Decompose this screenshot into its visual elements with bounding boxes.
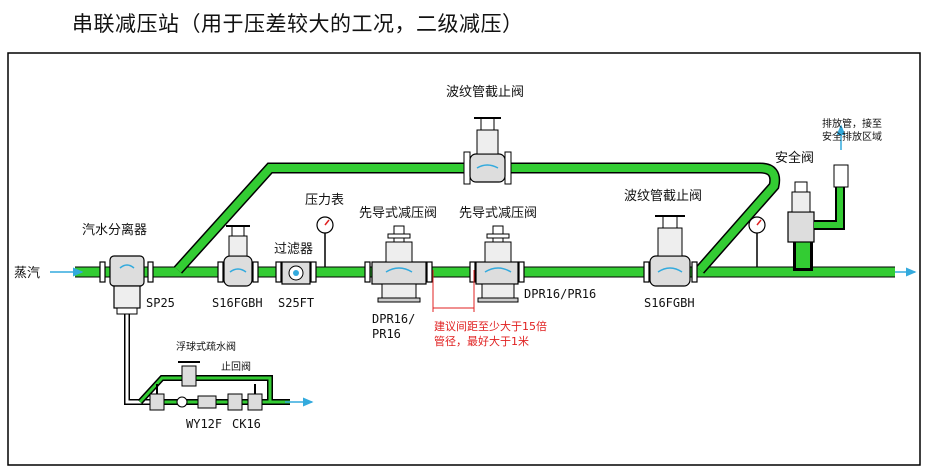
bypass-valve-label: 波纹管截止阀 [446,85,524,100]
spacing-indicator [432,270,475,312]
globe-valve-1-model-label: S16FGBH [212,296,263,310]
check-model-label: CK16 [232,417,261,431]
separator-label: 汽水分离器 [82,222,147,238]
drain-pipe [124,312,290,405]
safety-valve [787,181,815,271]
pressure-reducing-valve-2 [475,225,519,303]
vent-pipe [814,124,849,230]
vent-pipe-label-line1: 排放管，接至 [822,117,882,130]
bypass-pipe [173,162,781,274]
check-valve-label: 止回阀 [221,360,251,373]
globe-valve-outlet [649,215,691,287]
strainer-model-label: S25FT [278,296,314,310]
pressure-gauge-2 [748,216,766,267]
prv-1-model-line2: PR16 [372,327,401,341]
spacing-note-line2: 管径，最好大于1米 [434,334,529,348]
prv-1-label: 先导式减压阀 [359,206,437,221]
steam-inlet-label: 蒸汽 [14,266,40,281]
globe-valve-inlet [223,225,253,287]
steam-separator [109,255,145,315]
outlet-valve-model-label: S16FGBH [644,296,695,310]
separator-model-label: SP25 [146,296,175,310]
strainer [281,261,311,285]
prv-2-model-label: DPR16/PR16 [524,287,596,301]
outlet-valve-label: 波纹管截止阀 [624,189,702,204]
main-flanges [99,261,698,283]
safety-valve-label: 安全阀 [775,150,814,166]
vent-pipe-label-line2: 安全排放区域 [822,130,882,143]
diagram-frame [7,52,921,466]
page-title: 串联减压站（用于压差较大的工况，二级减压） [72,12,524,36]
prv-1-model-line1: DPR16/ [372,312,415,326]
pressure-reducing-valve-1 [371,225,427,303]
pressure-gauge-label: 压力表 [305,193,344,208]
strainer-label: 过滤器 [274,242,313,257]
trap-model-label: WY12F [186,417,222,431]
pressure-gauge-1 [316,216,334,267]
float-trap-label: 浮球式疏水阀 [176,340,236,353]
spacing-note-line1: 建议间距至少大于15倍 [434,319,547,333]
float-trap [178,361,200,387]
trap-line-valves [149,384,263,411]
bypass-globe-valve [463,117,512,185]
prv-2-label: 先导式减压阀 [459,206,537,221]
